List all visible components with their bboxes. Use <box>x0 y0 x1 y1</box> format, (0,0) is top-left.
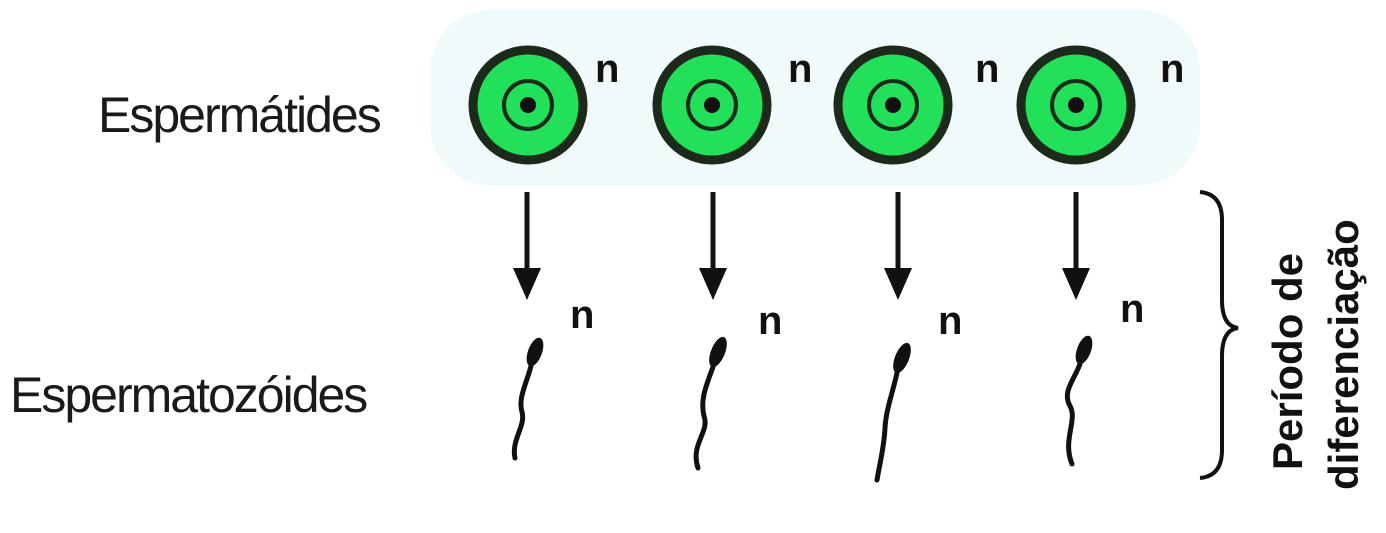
down-arrow-icon <box>1062 192 1090 300</box>
right-brace-icon <box>1200 192 1238 478</box>
nucleus <box>885 97 901 113</box>
differentiation-period-line2: diferenciação <box>1320 219 1367 490</box>
spermatid-ploidy-4: n <box>1160 47 1184 91</box>
spermatid-cell-4 <box>1021 50 1131 160</box>
spermatozoon-ploidy-1: n <box>570 293 594 337</box>
spermatid-ploidy-1: n <box>595 47 619 91</box>
spermatozoon-icon <box>696 335 730 468</box>
spermatozoon-icon <box>877 341 914 480</box>
spermatids-label: Espermátides <box>98 87 381 143</box>
spermatid-cell-2 <box>657 50 767 160</box>
spermatid-ploidy-2: n <box>788 47 812 91</box>
nucleus <box>520 97 536 113</box>
spermatozoon-ploidy-2: n <box>758 299 782 343</box>
differentiation-period-label: Período de diferenciação <box>1264 219 1367 490</box>
spermatozoon-icon <box>514 336 546 458</box>
spermatozoa-label: Espermatozóides <box>10 367 367 423</box>
spermatozoon-ploidy-4: n <box>1120 287 1144 331</box>
down-arrow-icon <box>513 192 541 300</box>
down-arrow-icon <box>884 192 912 300</box>
spermatid-cell-1 <box>473 50 583 160</box>
spermatid-ploidy-3: n <box>975 47 999 91</box>
nucleus <box>704 97 720 113</box>
down-arrow-icon <box>699 192 727 300</box>
spermatid-cell-3 <box>838 50 948 160</box>
spermatozoon-ploidy-3: n <box>938 299 962 343</box>
spermatozoon-icon <box>1067 334 1095 464</box>
differentiation-period-line1: Período de <box>1264 253 1311 470</box>
nucleus <box>1068 97 1084 113</box>
